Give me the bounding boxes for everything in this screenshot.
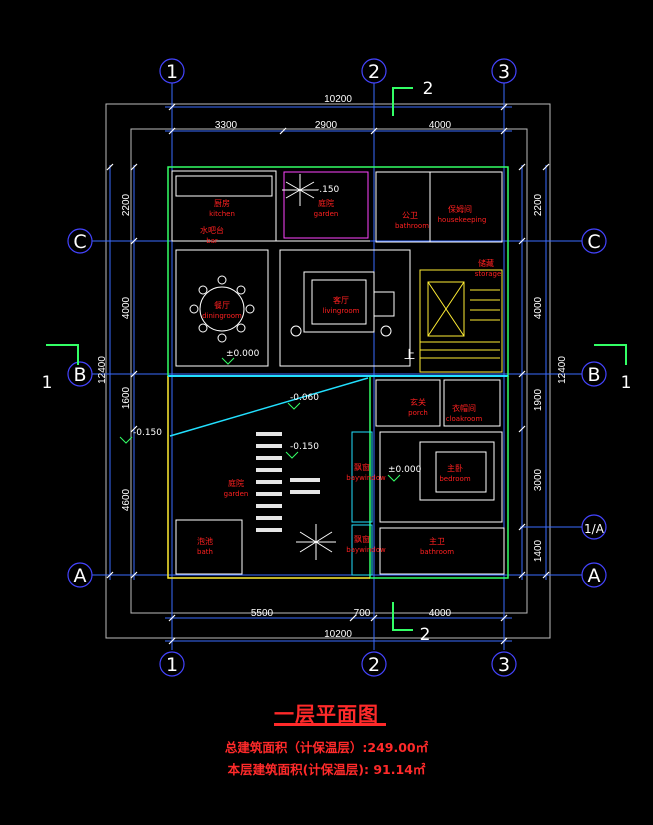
room-bath-en: bath bbox=[197, 548, 213, 556]
axis-1-top: 1 bbox=[166, 61, 178, 83]
dim-bottom-total: 10200 bbox=[324, 629, 352, 640]
room-porch-en: porch bbox=[408, 409, 428, 417]
top-dimensions bbox=[109, 106, 547, 642]
level-porch: -0.060 bbox=[290, 393, 319, 403]
room-bath-cn: 泡池 bbox=[197, 536, 213, 546]
level-bedroom: ±0.000 bbox=[388, 465, 422, 475]
room-porch-cn: 玄关 bbox=[410, 397, 426, 407]
room-dining-en: diningroom bbox=[202, 312, 242, 320]
level-left: -0.150 bbox=[133, 428, 162, 438]
room-housekeeping-cn: 保姆间 bbox=[448, 204, 472, 214]
room-storage-en: storage bbox=[475, 270, 502, 278]
axis-1a-right: 1/A bbox=[584, 522, 605, 536]
level-dining: ±0.000 bbox=[226, 349, 260, 359]
room-bar-cn: 水吧台 bbox=[200, 225, 224, 235]
room-living-cn: 客厅 bbox=[333, 295, 349, 305]
dim-left-seg-4: 4600 bbox=[121, 488, 132, 511]
level-garden-top: -.150 bbox=[316, 185, 340, 195]
axis-a-left: A bbox=[74, 565, 87, 587]
room-baywindow-1-cn: 飘窗 bbox=[354, 462, 370, 472]
axis-3-top: 3 bbox=[498, 61, 510, 83]
room-bathroom-cn: 公卫 bbox=[402, 211, 418, 220]
room-garden-top-en: garden bbox=[314, 210, 339, 218]
axis-2-bottom: 2 bbox=[368, 654, 380, 676]
room-bedroom-cn: 主卧 bbox=[447, 463, 463, 473]
room-garden-top-cn: 庭院 bbox=[318, 198, 334, 208]
dim-right-seg-4: 3000 bbox=[533, 468, 544, 491]
section-mark-right: 1 bbox=[621, 373, 632, 393]
room-housekeeping-en: housekeeping bbox=[438, 216, 487, 224]
room-baywindow-2-en: baywindow bbox=[346, 546, 386, 554]
axis-3-bottom: 3 bbox=[498, 654, 510, 676]
axis-b-right: B bbox=[587, 364, 600, 386]
section-mark-bottom: 2 bbox=[420, 625, 431, 645]
axis-2-top: 2 bbox=[368, 61, 380, 83]
floor-area-text: 本层建筑面积(计保温层): 91.14㎡ bbox=[227, 762, 426, 777]
dim-top-seg-3: 4000 bbox=[429, 120, 452, 131]
room-kitchen-en: kitchen bbox=[209, 210, 235, 218]
dim-bottom-seg-3: 4000 bbox=[429, 608, 452, 619]
room-garden-en: garden bbox=[224, 490, 249, 498]
dim-right-seg-5: 1400 bbox=[533, 539, 544, 562]
stair-up-label: 上 bbox=[404, 348, 415, 361]
room-bathroom-en: bathroom bbox=[395, 222, 429, 230]
section-mark-left: 1 bbox=[42, 373, 53, 393]
room-living-en: livingroom bbox=[323, 307, 360, 315]
dim-left-seg-2: 4000 bbox=[121, 296, 132, 319]
dim-bottom-seg-1: 5500 bbox=[251, 608, 274, 619]
room-cloakroom-cn: 衣帽间 bbox=[452, 403, 476, 413]
dim-left-seg-3: 1600 bbox=[121, 386, 132, 409]
title-underline bbox=[274, 723, 386, 726]
room-baywindow-1-en: baywindow bbox=[346, 474, 386, 482]
axis-a-right: A bbox=[588, 565, 601, 587]
room-master-bath-en: bathroom bbox=[420, 548, 454, 556]
dim-top-seg-2: 2900 bbox=[315, 120, 338, 131]
room-baywindow-2-cn: 飘窗 bbox=[354, 534, 370, 544]
section-mark-top: 2 bbox=[423, 79, 434, 99]
room-master-bath-cn: 主卫 bbox=[429, 536, 445, 546]
dim-bottom-seg-2: 700 bbox=[354, 608, 371, 619]
room-cloakroom-en: cloakroom bbox=[446, 415, 483, 423]
room-garden-cn: 庭院 bbox=[228, 478, 244, 488]
building-walls bbox=[167, 166, 509, 579]
axis-1-bottom: 1 bbox=[166, 654, 178, 676]
dim-right-total: 12400 bbox=[557, 356, 568, 384]
total-area-text: 总建筑面积（计保温层）:249.00㎡ bbox=[224, 740, 429, 755]
dim-right-seg-1: 2200 bbox=[533, 193, 544, 216]
dim-top-seg-1: 3300 bbox=[215, 120, 238, 131]
drawing-title: 一层平面图 bbox=[274, 702, 379, 726]
room-kitchen-cn: 厨房 bbox=[214, 198, 230, 208]
level-garden: -0.150 bbox=[290, 442, 319, 452]
axis-c-right: C bbox=[587, 231, 600, 253]
dim-right-seg-3: 1900 bbox=[533, 388, 544, 411]
dim-right-seg-2: 4000 bbox=[533, 296, 544, 319]
axis-c-left: C bbox=[73, 231, 86, 253]
room-bedroom-en: bedroom bbox=[439, 475, 470, 483]
dim-left-total: 12400 bbox=[97, 356, 108, 384]
room-dining-cn: 餐厅 bbox=[214, 301, 230, 310]
dim-top-total: 10200 bbox=[324, 94, 352, 105]
dim-left-seg-1: 2200 bbox=[121, 193, 132, 216]
room-storage-cn: 储藏 bbox=[478, 258, 494, 268]
axis-b-left: B bbox=[73, 364, 86, 386]
room-bar-en: bar bbox=[206, 237, 218, 245]
